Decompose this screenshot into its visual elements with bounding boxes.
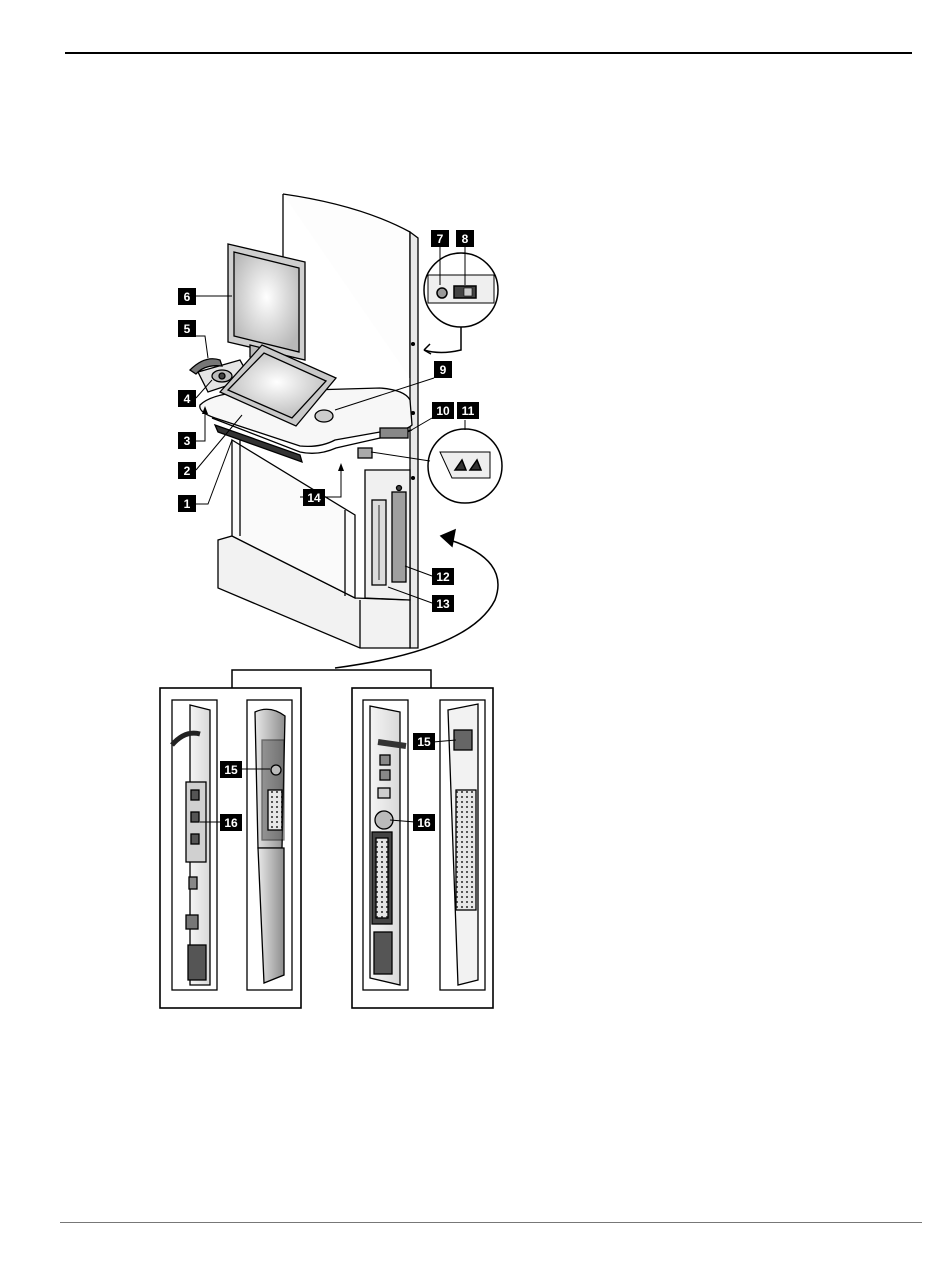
- callout-15-right: 15: [413, 733, 435, 750]
- callout-6: 6: [178, 288, 196, 305]
- callout-13: 13: [432, 595, 454, 612]
- callout-8: 8: [456, 230, 474, 247]
- callout-15-left: 15: [220, 761, 242, 778]
- callout-7: 7: [431, 230, 449, 247]
- svg-text:3: 3: [184, 434, 191, 448]
- callout-14: 14: [303, 489, 325, 506]
- callout-4: 4: [178, 390, 196, 407]
- callout-16-left: 16: [220, 814, 242, 831]
- svg-text:10: 10: [436, 404, 450, 418]
- svg-text:13: 13: [436, 597, 450, 611]
- callout-10: 10: [432, 402, 454, 419]
- callout-5: 5: [178, 320, 196, 337]
- svg-text:16: 16: [224, 816, 238, 830]
- svg-text:14: 14: [307, 491, 321, 505]
- callout-9: 9: [434, 361, 452, 378]
- svg-text:9: 9: [440, 363, 447, 377]
- callout-11: 11: [457, 402, 479, 419]
- svg-text:7: 7: [437, 232, 444, 246]
- callout-12: 12: [432, 568, 454, 585]
- detail-bracket: [232, 670, 431, 688]
- svg-text:2: 2: [184, 464, 191, 478]
- svg-text:15: 15: [417, 735, 431, 749]
- callout-2: 2: [178, 462, 196, 479]
- callout-16-right: 16: [413, 814, 435, 831]
- svg-text:6: 6: [184, 290, 191, 304]
- svg-text:12: 12: [436, 570, 450, 584]
- callout-1: 1: [178, 495, 196, 512]
- cart-illustration: [190, 194, 418, 648]
- svg-text:4: 4: [184, 392, 191, 406]
- svg-text:1: 1: [184, 497, 191, 511]
- power-switch-detail: [424, 253, 498, 354]
- svg-text:5: 5: [184, 322, 191, 336]
- svg-text:8: 8: [462, 232, 469, 246]
- footer-rule: [60, 1222, 922, 1223]
- svg-text:15: 15: [224, 763, 238, 777]
- svg-text:11: 11: [462, 404, 475, 418]
- callout-3: 3: [178, 432, 196, 449]
- ups-detail-left: [160, 688, 301, 1008]
- svg-text:16: 16: [417, 816, 431, 830]
